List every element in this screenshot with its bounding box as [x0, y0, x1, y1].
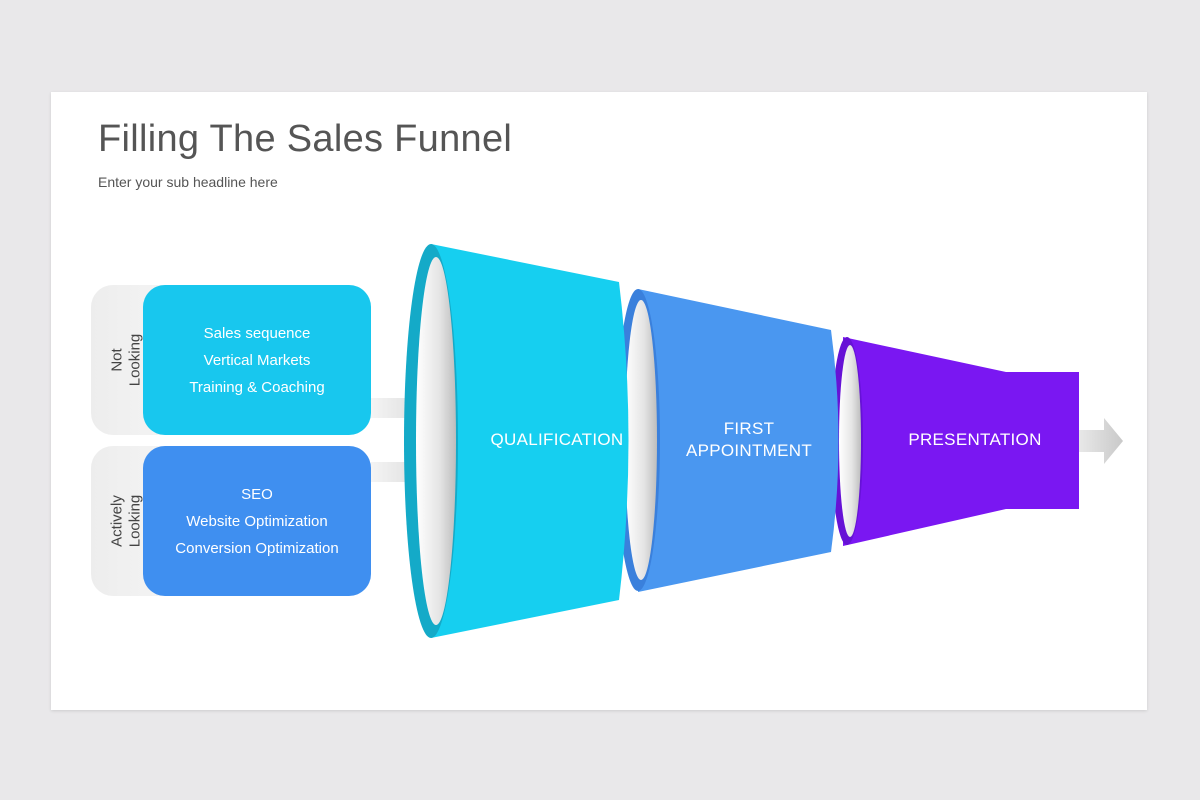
stage-first-appointment [616, 289, 839, 592]
list-item: Sales sequence [203, 324, 311, 342]
slide: Filling The Sales Funnel Enter your sub … [51, 92, 1147, 710]
stage-label-first-appointment: FIRST APPOINTMENT [685, 419, 813, 460]
stage-qualification [404, 244, 629, 638]
list-item: SEO [241, 485, 273, 503]
stage-label-presentation: PRESENTATION [908, 430, 1042, 449]
not-looking-box: Sales sequence Vertical Markets Training… [143, 285, 371, 435]
slide-title: Filling The Sales Funnel [98, 118, 513, 160]
stage-presentation [831, 337, 1079, 546]
stage-label-qualification: QUALIFICATION [490, 430, 624, 449]
actively-looking-box: SEO Website Optimization Conversion Opti… [143, 446, 371, 596]
list-item: Vertical Markets [203, 351, 311, 369]
list-item: Conversion Optimization [175, 539, 339, 557]
list-item: Training & Coaching [189, 378, 325, 396]
funnel-diagram [371, 244, 1123, 638]
slide-subtitle: Enter your sub headline here [98, 174, 278, 190]
arrow-output [1078, 418, 1123, 464]
list-item: Website Optimization [186, 512, 328, 530]
